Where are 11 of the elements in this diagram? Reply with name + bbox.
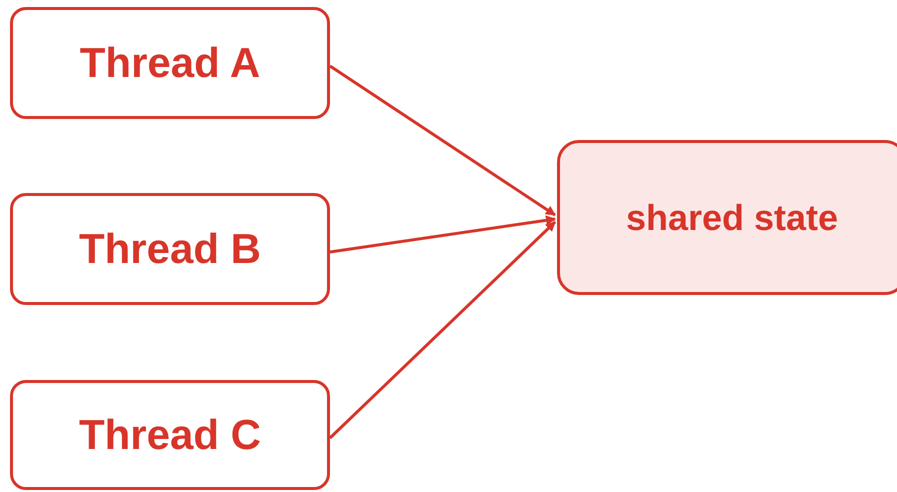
node-label: Thread B bbox=[78, 225, 262, 273]
arrow bbox=[330, 215, 556, 254]
arrow bbox=[328, 220, 556, 440]
thread-box bbox=[10, 380, 330, 490]
node-label: Thread C bbox=[78, 411, 262, 459]
thread-box bbox=[10, 7, 330, 119]
state-box bbox=[557, 140, 897, 295]
arrow bbox=[329, 64, 556, 216]
thread-box bbox=[10, 193, 330, 305]
node-label: Thread A bbox=[80, 39, 260, 87]
node-label: shared state bbox=[626, 196, 838, 238]
